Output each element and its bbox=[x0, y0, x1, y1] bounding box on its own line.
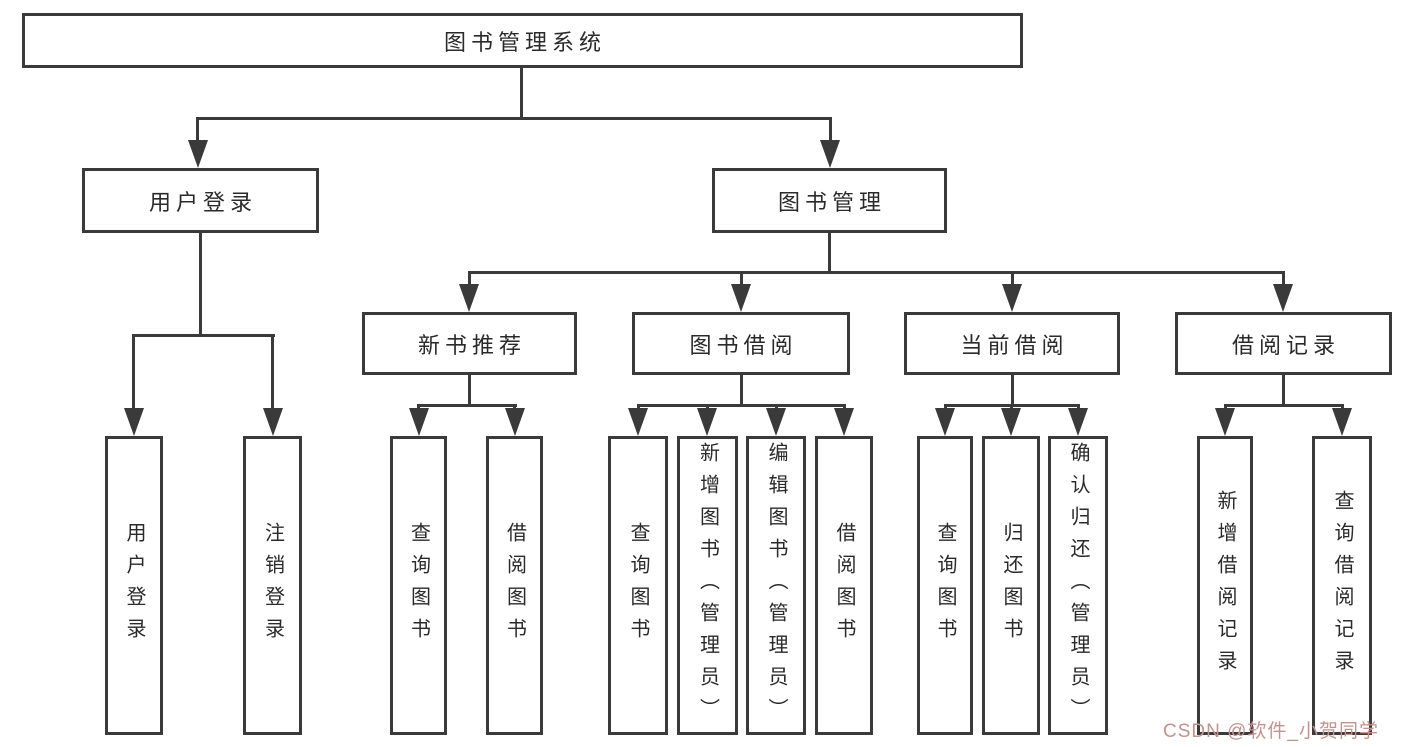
leaf-label: 注销登录 bbox=[261, 521, 284, 650]
connector-line bbox=[740, 271, 743, 285]
node-leaf-br-query-record: 查询借阅记录 bbox=[1312, 436, 1372, 735]
arrowhead-down bbox=[124, 408, 144, 436]
leaf-label: 编辑图书（管理员） bbox=[765, 441, 787, 730]
leaf-label: 确认归还（管理员） bbox=[1067, 441, 1089, 730]
node-leaf-bb-add-books-admin: 新增图书（管理员） bbox=[677, 436, 738, 735]
node-leaf-cb-query-books: 查询图书 bbox=[917, 436, 973, 735]
connector-line bbox=[1011, 375, 1014, 407]
arrowhead-down bbox=[1001, 408, 1021, 436]
leaf-label: 新增图书（管理员） bbox=[696, 441, 719, 730]
node-user-login: 用户登录 bbox=[82, 168, 319, 233]
connector-line bbox=[637, 404, 846, 407]
node-book-borrow: 图书借阅 bbox=[632, 312, 850, 375]
connector-line bbox=[468, 271, 471, 285]
leaf-label: 查询图书 bbox=[407, 521, 430, 650]
connector-line bbox=[1282, 271, 1285, 285]
leaf-label: 查询图书 bbox=[627, 521, 649, 650]
connector-line bbox=[1011, 271, 1014, 285]
connector-line bbox=[740, 375, 743, 407]
arrowhead-down bbox=[459, 284, 479, 312]
leaf-label: 新增借阅记录 bbox=[1214, 489, 1236, 682]
connector-line bbox=[829, 117, 832, 147]
connector-line bbox=[196, 117, 199, 147]
csdn-watermark: CSDN @软件_小贺同学 bbox=[1163, 721, 1379, 742]
arrowhead-down bbox=[409, 408, 429, 436]
leaf-label: 查询借阅记录 bbox=[1331, 489, 1353, 682]
arrowhead-down bbox=[820, 140, 840, 168]
arrowhead-down bbox=[731, 284, 751, 312]
leaf-label: 查询图书 bbox=[934, 521, 956, 650]
arrowhead-down bbox=[1273, 284, 1293, 312]
node-leaf-user-login: 用户登录 bbox=[105, 436, 163, 735]
connector-line bbox=[132, 334, 275, 337]
arrowhead-down bbox=[1332, 408, 1352, 436]
connector-line bbox=[828, 233, 831, 274]
arrowhead-down bbox=[766, 408, 786, 436]
node-leaf-cb-confirm-return-admin: 确认归还（管理员） bbox=[1048, 436, 1108, 735]
arrowhead-down bbox=[188, 140, 208, 168]
connector-line bbox=[199, 233, 202, 337]
connector-line bbox=[1224, 404, 1344, 407]
node-leaf-rec-query-books: 查询图书 bbox=[390, 436, 447, 735]
node-leaf-bb-borrow-books: 借阅图书 bbox=[815, 436, 873, 735]
connector-line bbox=[271, 334, 274, 412]
connector-line bbox=[520, 68, 523, 118]
arrowhead-down bbox=[1068, 408, 1088, 436]
connector-line bbox=[1282, 375, 1285, 407]
node-leaf-logout: 注销登录 bbox=[243, 436, 302, 735]
connector-line bbox=[468, 271, 1285, 274]
node-current-borrow: 当前借阅 bbox=[904, 312, 1120, 375]
leaf-label: 归还图书 bbox=[1000, 521, 1022, 650]
node-leaf-bb-query-books: 查询图书 bbox=[608, 436, 668, 735]
leaf-label: 借阅图书 bbox=[503, 521, 526, 650]
node-leaf-cb-return-books: 归还图书 bbox=[982, 436, 1040, 735]
arrowhead-down bbox=[1002, 284, 1022, 312]
arrowhead-down bbox=[505, 408, 525, 436]
node-book-management: 图书管理 bbox=[712, 168, 947, 233]
node-leaf-rec-borrow-books: 借阅图书 bbox=[486, 436, 543, 735]
node-root: 图书管理系统 bbox=[22, 13, 1023, 68]
leaf-label: 借阅图书 bbox=[833, 521, 855, 650]
node-borrow-records: 借阅记录 bbox=[1175, 312, 1392, 375]
connector-line bbox=[132, 334, 135, 412]
arrowhead-down bbox=[834, 408, 854, 436]
connector-line bbox=[417, 404, 517, 407]
arrowhead-down bbox=[697, 408, 717, 436]
leaf-label: 用户登录 bbox=[123, 521, 145, 650]
arrowhead-down bbox=[1215, 408, 1235, 436]
arrowhead-down bbox=[628, 408, 648, 436]
node-new-book-recommend: 新书推荐 bbox=[362, 312, 577, 375]
node-leaf-bb-edit-books-admin: 编辑图书（管理员） bbox=[746, 436, 806, 735]
node-leaf-br-add-record: 新增借阅记录 bbox=[1197, 436, 1253, 735]
arrowhead-down bbox=[935, 408, 955, 436]
connector-line bbox=[468, 375, 471, 407]
arrowhead-down bbox=[263, 408, 283, 436]
connector-line bbox=[196, 117, 832, 120]
